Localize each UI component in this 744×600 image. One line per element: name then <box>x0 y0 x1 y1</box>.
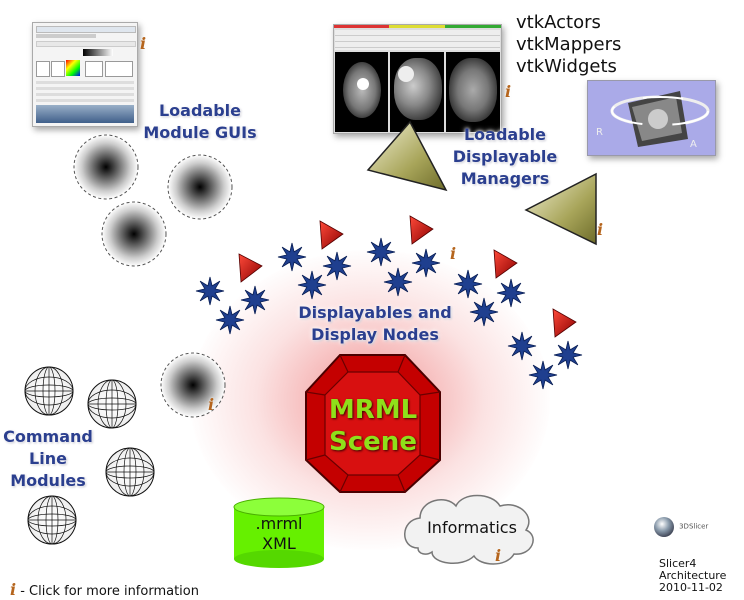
gear-icon[interactable] <box>160 352 226 418</box>
command-line-modules-label: Command Line Modules <box>3 427 93 490</box>
gear-icon[interactable] <box>101 201 167 267</box>
display-node-marker[interactable] <box>552 308 577 338</box>
display-node-marker[interactable] <box>409 215 434 245</box>
mrml-xml-label: .mrml XML <box>255 514 303 553</box>
info-icon: i <box>10 580 17 599</box>
info-icon[interactable]: i <box>140 34 147 53</box>
displayable-manager-triangle[interactable] <box>520 170 600 250</box>
displayable-star-icon[interactable] <box>496 278 526 308</box>
render-axis-a-label: A <box>690 139 697 150</box>
render-axis-r-label: R <box>596 127 603 138</box>
module-guis-label: Loadable Module GUIs <box>143 101 257 142</box>
displayable-star-icon[interactable] <box>553 340 583 370</box>
title-line: 2010-11-02 <box>659 581 723 594</box>
display-node-marker[interactable] <box>238 253 263 283</box>
3d-view-screenshot[interactable]: R A <box>587 80 716 156</box>
gear-icon[interactable] <box>73 134 139 200</box>
displayable-star-icon[interactable] <box>453 269 483 299</box>
vtk-widgets-label: vtkWidgets <box>516 56 617 77</box>
displayable-managers-label: Loadable Displayable Managers <box>452 125 558 188</box>
display-node-marker[interactable] <box>493 249 518 279</box>
title-line: Slicer4 <box>659 557 697 570</box>
displayable-star-icon[interactable] <box>411 248 441 278</box>
sagittal-slice <box>390 52 444 132</box>
displayables-label: Displayables and Display Nodes <box>298 303 452 344</box>
wireframe-sphere-icon[interactable] <box>27 495 77 545</box>
vtk-mappers-label: vtkMappers <box>516 34 622 55</box>
mrml-scene-dodecahedron[interactable] <box>305 354 441 493</box>
displayable-star-icon[interactable] <box>322 251 352 281</box>
coronal-slice <box>446 52 500 132</box>
mrml-scene-label: MRML Scene <box>328 395 418 457</box>
gear-icon[interactable] <box>167 154 233 220</box>
mrml-xml-cylinder[interactable] <box>233 497 325 568</box>
info-icon[interactable]: i <box>495 546 502 565</box>
displayable-star-icon[interactable] <box>215 305 245 335</box>
vtk-class-list: vtkActors vtkMappers vtkWidgets <box>516 12 621 78</box>
wireframe-sphere-icon[interactable] <box>24 366 74 416</box>
title-block: Slicer4 Architecture 2010-11-02 <box>659 558 726 594</box>
displayable-star-icon[interactable] <box>240 285 270 315</box>
slicer-logo: 3DSlicer <box>654 516 708 537</box>
axial-slice <box>335 52 388 132</box>
3d-volume-render <box>610 91 710 147</box>
displayable-star-icon[interactable] <box>469 297 499 327</box>
displayable-star-icon[interactable] <box>297 270 327 300</box>
info-icon[interactable]: i <box>505 82 512 101</box>
displayable-star-icon[interactable] <box>383 267 413 297</box>
displayable-star-icon[interactable] <box>366 237 396 267</box>
displayable-star-icon[interactable] <box>528 360 558 390</box>
wireframe-sphere-icon[interactable] <box>105 447 155 497</box>
title-line: Architecture <box>659 569 727 582</box>
legend-text: - Click for more information <box>16 584 199 599</box>
vtk-actors-label: vtkActors <box>516 12 601 33</box>
slicer-logo-text: 3DSlicer <box>679 522 709 531</box>
wireframe-sphere-icon[interactable] <box>87 379 137 429</box>
displayable-star-icon[interactable] <box>507 331 537 361</box>
informatics-cloud[interactable] <box>404 494 534 565</box>
displayable-star-group <box>195 237 583 390</box>
info-icon[interactable]: i <box>450 244 457 263</box>
displayable-star-icon[interactable] <box>195 276 225 306</box>
info-icon[interactable]: i <box>597 220 604 239</box>
info-icon[interactable]: i <box>208 395 215 414</box>
displayable-manager-triangle[interactable] <box>360 120 460 200</box>
displayable-star-icon[interactable] <box>277 242 307 272</box>
slice-viewers-screenshot[interactable] <box>333 24 502 134</box>
display-node-marker[interactable] <box>319 220 344 250</box>
module-gui-screenshot[interactable] <box>32 22 138 127</box>
legend: i - Click for more information <box>10 582 199 600</box>
informatics-label: Informatics <box>427 518 517 537</box>
